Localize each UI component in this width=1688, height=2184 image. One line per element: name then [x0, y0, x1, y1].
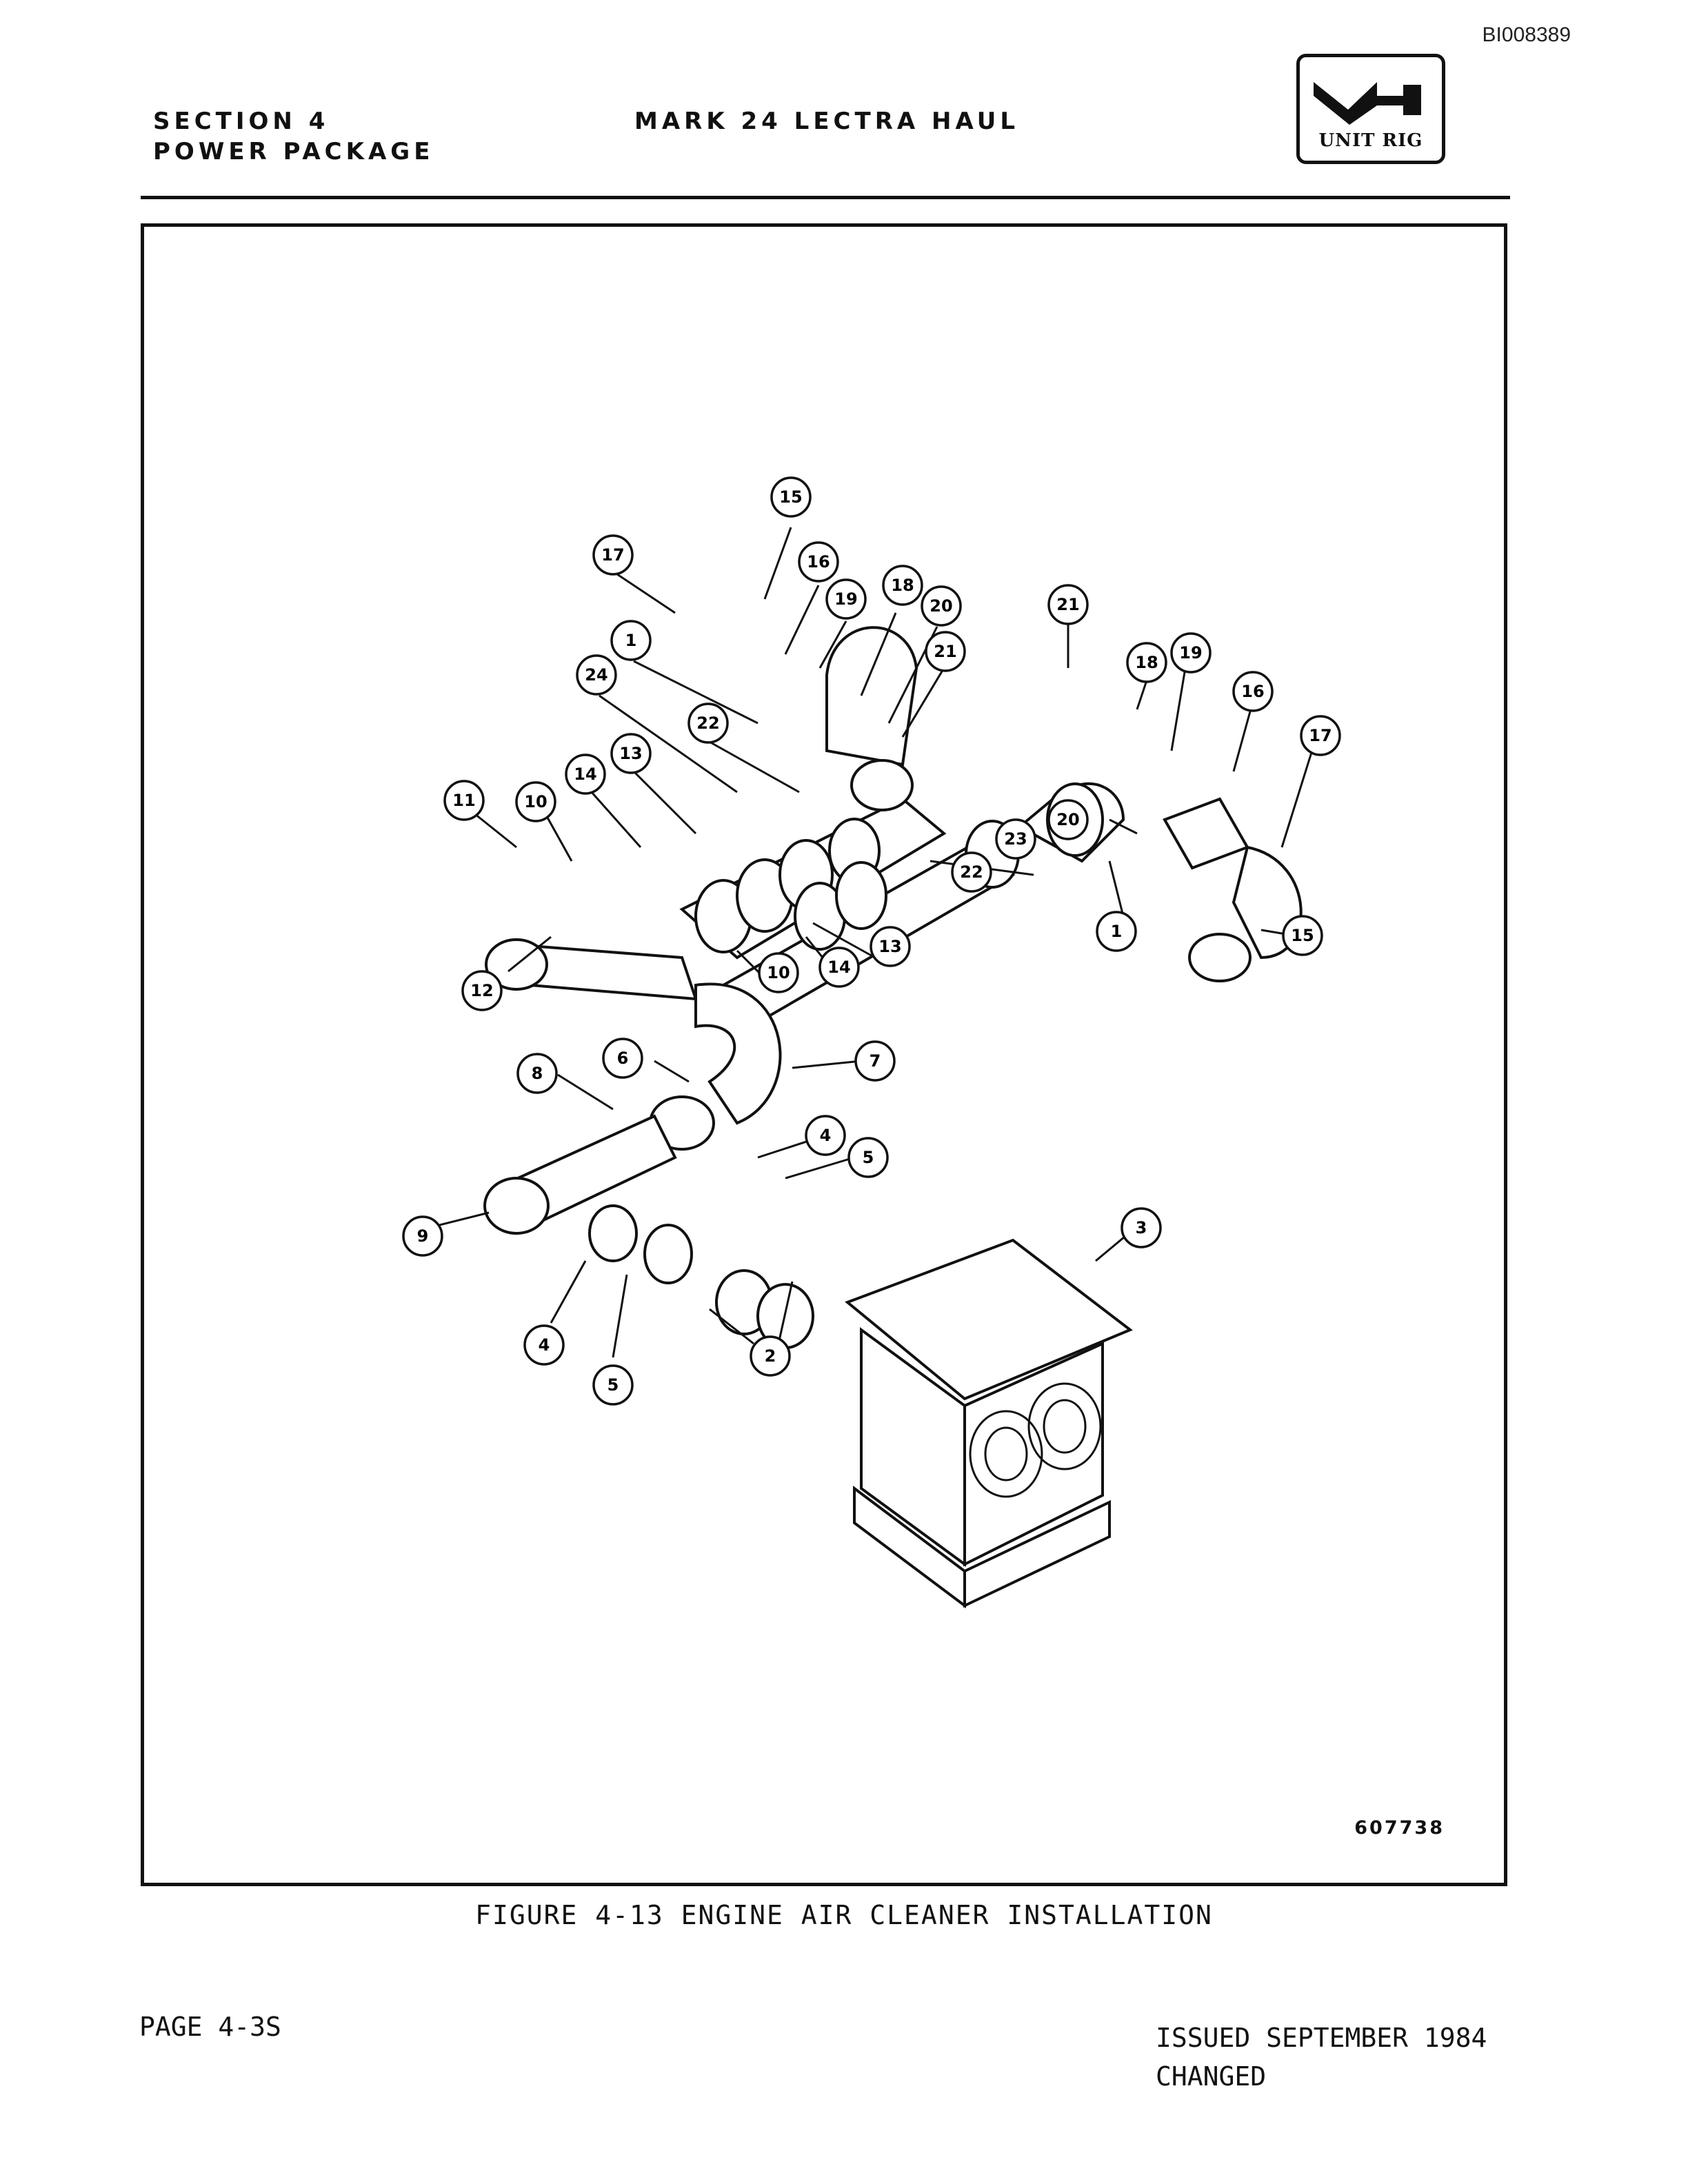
callout-20-top: 20: [921, 585, 962, 627]
callout-13-top: 13: [610, 733, 652, 774]
svg-text:14: 14: [574, 765, 596, 784]
figure-caption: FIGURE 4-13 ENGINE AIR CLEANER INSTALLAT…: [475, 1900, 1213, 1930]
svg-text:5: 5: [607, 1375, 619, 1395]
svg-text:8: 8: [532, 1064, 543, 1083]
callout-23: 23: [995, 818, 1036, 860]
callout-21-top: 21: [925, 631, 966, 672]
figure-frame: 15 17 16 19 18 20 21 1 24 22 13 14 11 10…: [141, 223, 1507, 1886]
callout-4-upper: 4: [805, 1115, 846, 1156]
svg-text:10: 10: [767, 963, 790, 982]
callout-16-right: 16: [1232, 671, 1274, 712]
svg-text:13: 13: [619, 744, 642, 763]
callout-10-top: 10: [515, 781, 556, 822]
callout-15-top: 15: [770, 476, 812, 518]
air-cleaner-box: [845, 1238, 1133, 1608]
callout-18-right: 18: [1126, 642, 1167, 683]
callout-9: 9: [402, 1215, 443, 1257]
svg-text:9: 9: [417, 1226, 429, 1246]
svg-text:16: 16: [1241, 682, 1264, 701]
svg-text:15: 15: [779, 487, 802, 507]
svg-text:7: 7: [870, 1051, 881, 1071]
callout-10-mid: 10: [758, 952, 799, 993]
issued-date: ISSUED SEPTEMBER 1984: [1156, 2023, 1487, 2053]
svg-text:19: 19: [1179, 643, 1202, 663]
callout-3: 3: [1121, 1207, 1162, 1248]
callout-14-mid: 14: [818, 947, 860, 988]
svg-text:14: 14: [827, 958, 850, 977]
svg-text:20: 20: [930, 596, 952, 616]
callout-15-right: 15: [1282, 915, 1323, 956]
svg-text:13: 13: [878, 937, 901, 956]
svg-text:1: 1: [1111, 922, 1123, 941]
changed-label: CHANGED: [1156, 2061, 1267, 2092]
svg-text:22: 22: [696, 714, 719, 733]
callout-8: 8: [516, 1053, 558, 1094]
svg-text:12: 12: [470, 981, 493, 1000]
callout-22-top: 22: [687, 702, 729, 744]
callout-20-right: 20: [1047, 799, 1089, 840]
callout-5-upper: 5: [847, 1137, 889, 1178]
svg-text:21: 21: [934, 642, 956, 661]
svg-text:2: 2: [765, 1346, 776, 1366]
callout-7: 7: [854, 1040, 896, 1082]
callout-19-right: 19: [1170, 632, 1212, 674]
issue-info: ISSUED SEPTEMBER 1984 CHANGED: [1156, 2019, 1487, 2096]
callout-19-top: 19: [825, 578, 867, 620]
callout-21-right: 21: [1047, 584, 1089, 625]
callout-1-right: 1: [1096, 911, 1137, 952]
svg-text:4: 4: [820, 1126, 832, 1145]
page-number: PAGE 4-3S: [139, 2012, 281, 2042]
svg-text:4: 4: [539, 1335, 550, 1355]
document-id: BI008389: [1482, 23, 1571, 46]
svg-text:18: 18: [891, 576, 914, 595]
svg-text:16: 16: [807, 552, 830, 572]
svg-text:20: 20: [1056, 810, 1079, 829]
callout-24: 24: [576, 654, 617, 696]
svg-text:15: 15: [1291, 926, 1314, 945]
svg-text:23: 23: [1004, 829, 1027, 849]
callout-18-top: 18: [882, 565, 923, 606]
unit-rig-logo: UNIT RIG: [1296, 54, 1445, 164]
svg-text:17: 17: [601, 545, 624, 565]
svg-text:11: 11: [452, 791, 475, 810]
svg-text:6: 6: [617, 1049, 629, 1068]
svg-text:19: 19: [834, 589, 857, 609]
callout-22-right: 22: [951, 851, 992, 893]
callout-17-top: 17: [592, 534, 634, 576]
callout-14-top: 14: [565, 754, 606, 795]
svg-text:18: 18: [1135, 653, 1158, 672]
figure-number: 607738: [1354, 1817, 1445, 1839]
svg-text:10: 10: [524, 792, 547, 811]
logo-text: UNIT RIG: [1318, 130, 1423, 151]
callout-6: 6: [602, 1038, 643, 1079]
svg-text:21: 21: [1056, 595, 1079, 614]
svg-text:22: 22: [960, 862, 983, 882]
subsection-label: POWER PACKAGE: [153, 138, 434, 165]
header-rule: [141, 196, 1510, 199]
svg-text:24: 24: [585, 665, 607, 685]
section-label: SECTION 4: [153, 108, 330, 135]
svg-text:5: 5: [863, 1148, 874, 1167]
svg-text:1: 1: [625, 631, 637, 650]
callout-4-lower: 4: [523, 1324, 565, 1366]
callout-1-top: 1: [610, 620, 652, 661]
callout-11: 11: [443, 780, 485, 821]
callout-17-right: 17: [1300, 715, 1341, 756]
svg-text:3: 3: [1136, 1218, 1147, 1237]
callout-5-lower: 5: [592, 1364, 634, 1406]
callout-13-mid: 13: [870, 926, 911, 967]
air-cleaner-illustration: 15 17 16 19 18 20 21 1 24 22 13 14 11 10…: [402, 476, 1341, 1608]
callout-12: 12: [461, 970, 503, 1011]
callout-2: 2: [750, 1335, 791, 1377]
callout-16-top: 16: [798, 541, 839, 583]
logo-mark-icon: [1314, 82, 1421, 125]
svg-text:17: 17: [1309, 726, 1332, 745]
document-title: MARK 24 LECTRA HAUL: [634, 108, 1020, 135]
